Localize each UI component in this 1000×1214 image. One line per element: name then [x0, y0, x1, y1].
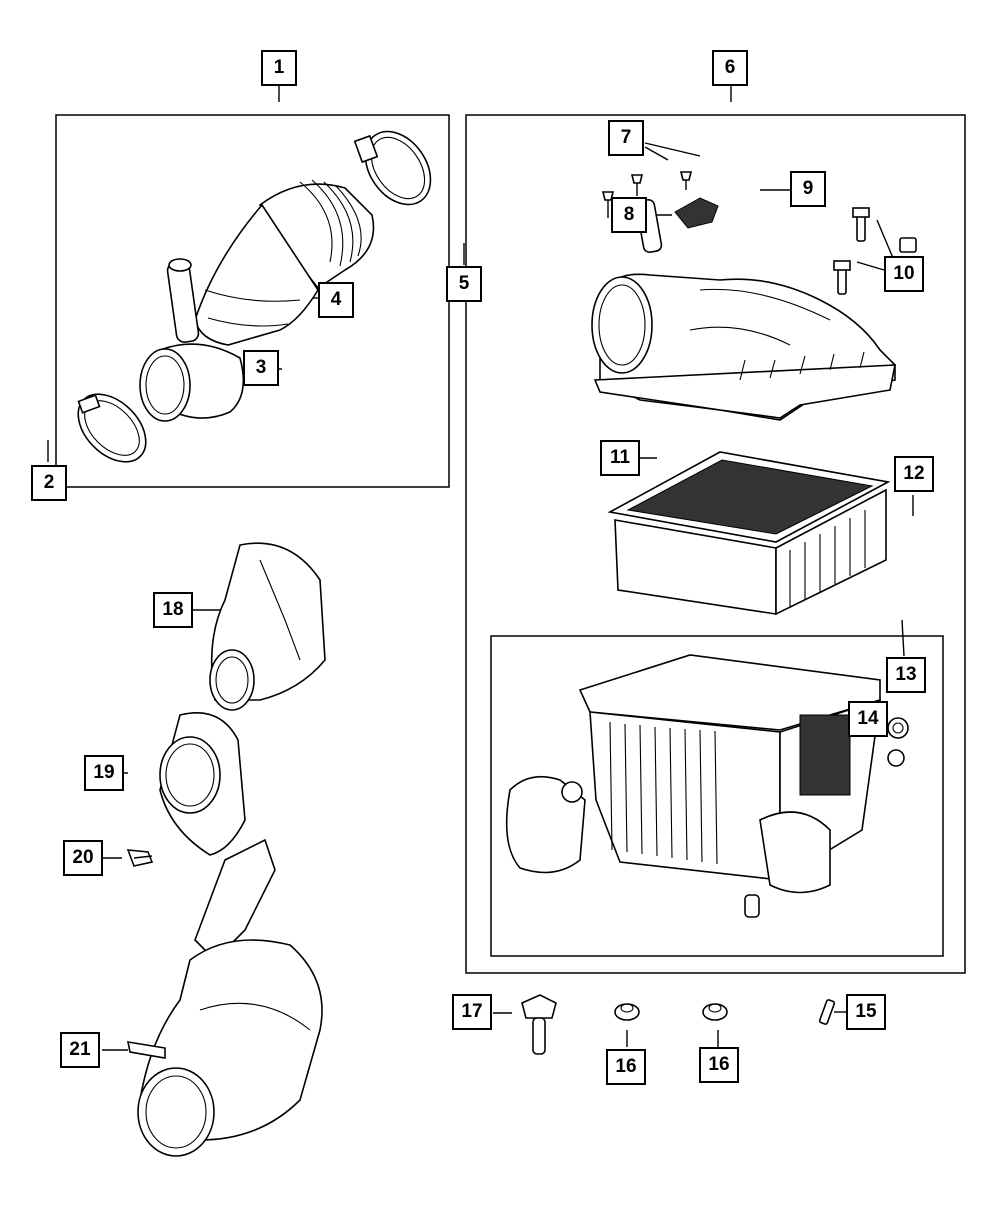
callout-10: 10 [884, 256, 924, 292]
callout-18: 18 [153, 592, 193, 628]
callout-20: 20 [63, 840, 103, 876]
callout-9: 9 [790, 171, 826, 207]
callout-14: 14 [848, 701, 888, 737]
air-hose-lower [126, 838, 323, 1157]
callout-1: 1 [261, 50, 297, 86]
callout-16-right: 16 [699, 1047, 739, 1083]
callout-8: 8 [611, 197, 647, 233]
push-pin [126, 849, 154, 867]
callout-15: 15 [846, 994, 886, 1030]
callout-21: 21 [60, 1032, 100, 1068]
group-frame-air-cleaner [465, 114, 966, 974]
group-frame-housing-lower [490, 635, 944, 957]
callout-2: 2 [31, 465, 67, 501]
callout-4: 4 [318, 282, 354, 318]
air-filter-element [607, 451, 891, 616]
callout-17: 17 [452, 994, 492, 1030]
fasteners-bottom [521, 994, 836, 1055]
callout-6: 6 [712, 50, 748, 86]
duct-elbow-assembly [77, 130, 432, 463]
callout-19: 19 [84, 755, 124, 791]
callout-3: 3 [243, 350, 279, 386]
callout-12: 12 [894, 456, 934, 492]
callout-11: 11 [600, 440, 640, 476]
resonator-duct [159, 711, 246, 856]
air-cleaner-cover [591, 171, 917, 421]
air-cleaner-housing-lower [505, 654, 909, 918]
callout-7: 7 [608, 120, 644, 156]
air-duct-upper [209, 542, 326, 711]
callout-5: 5 [446, 266, 482, 302]
callout-16-left: 16 [606, 1049, 646, 1085]
callout-13: 13 [886, 657, 926, 693]
